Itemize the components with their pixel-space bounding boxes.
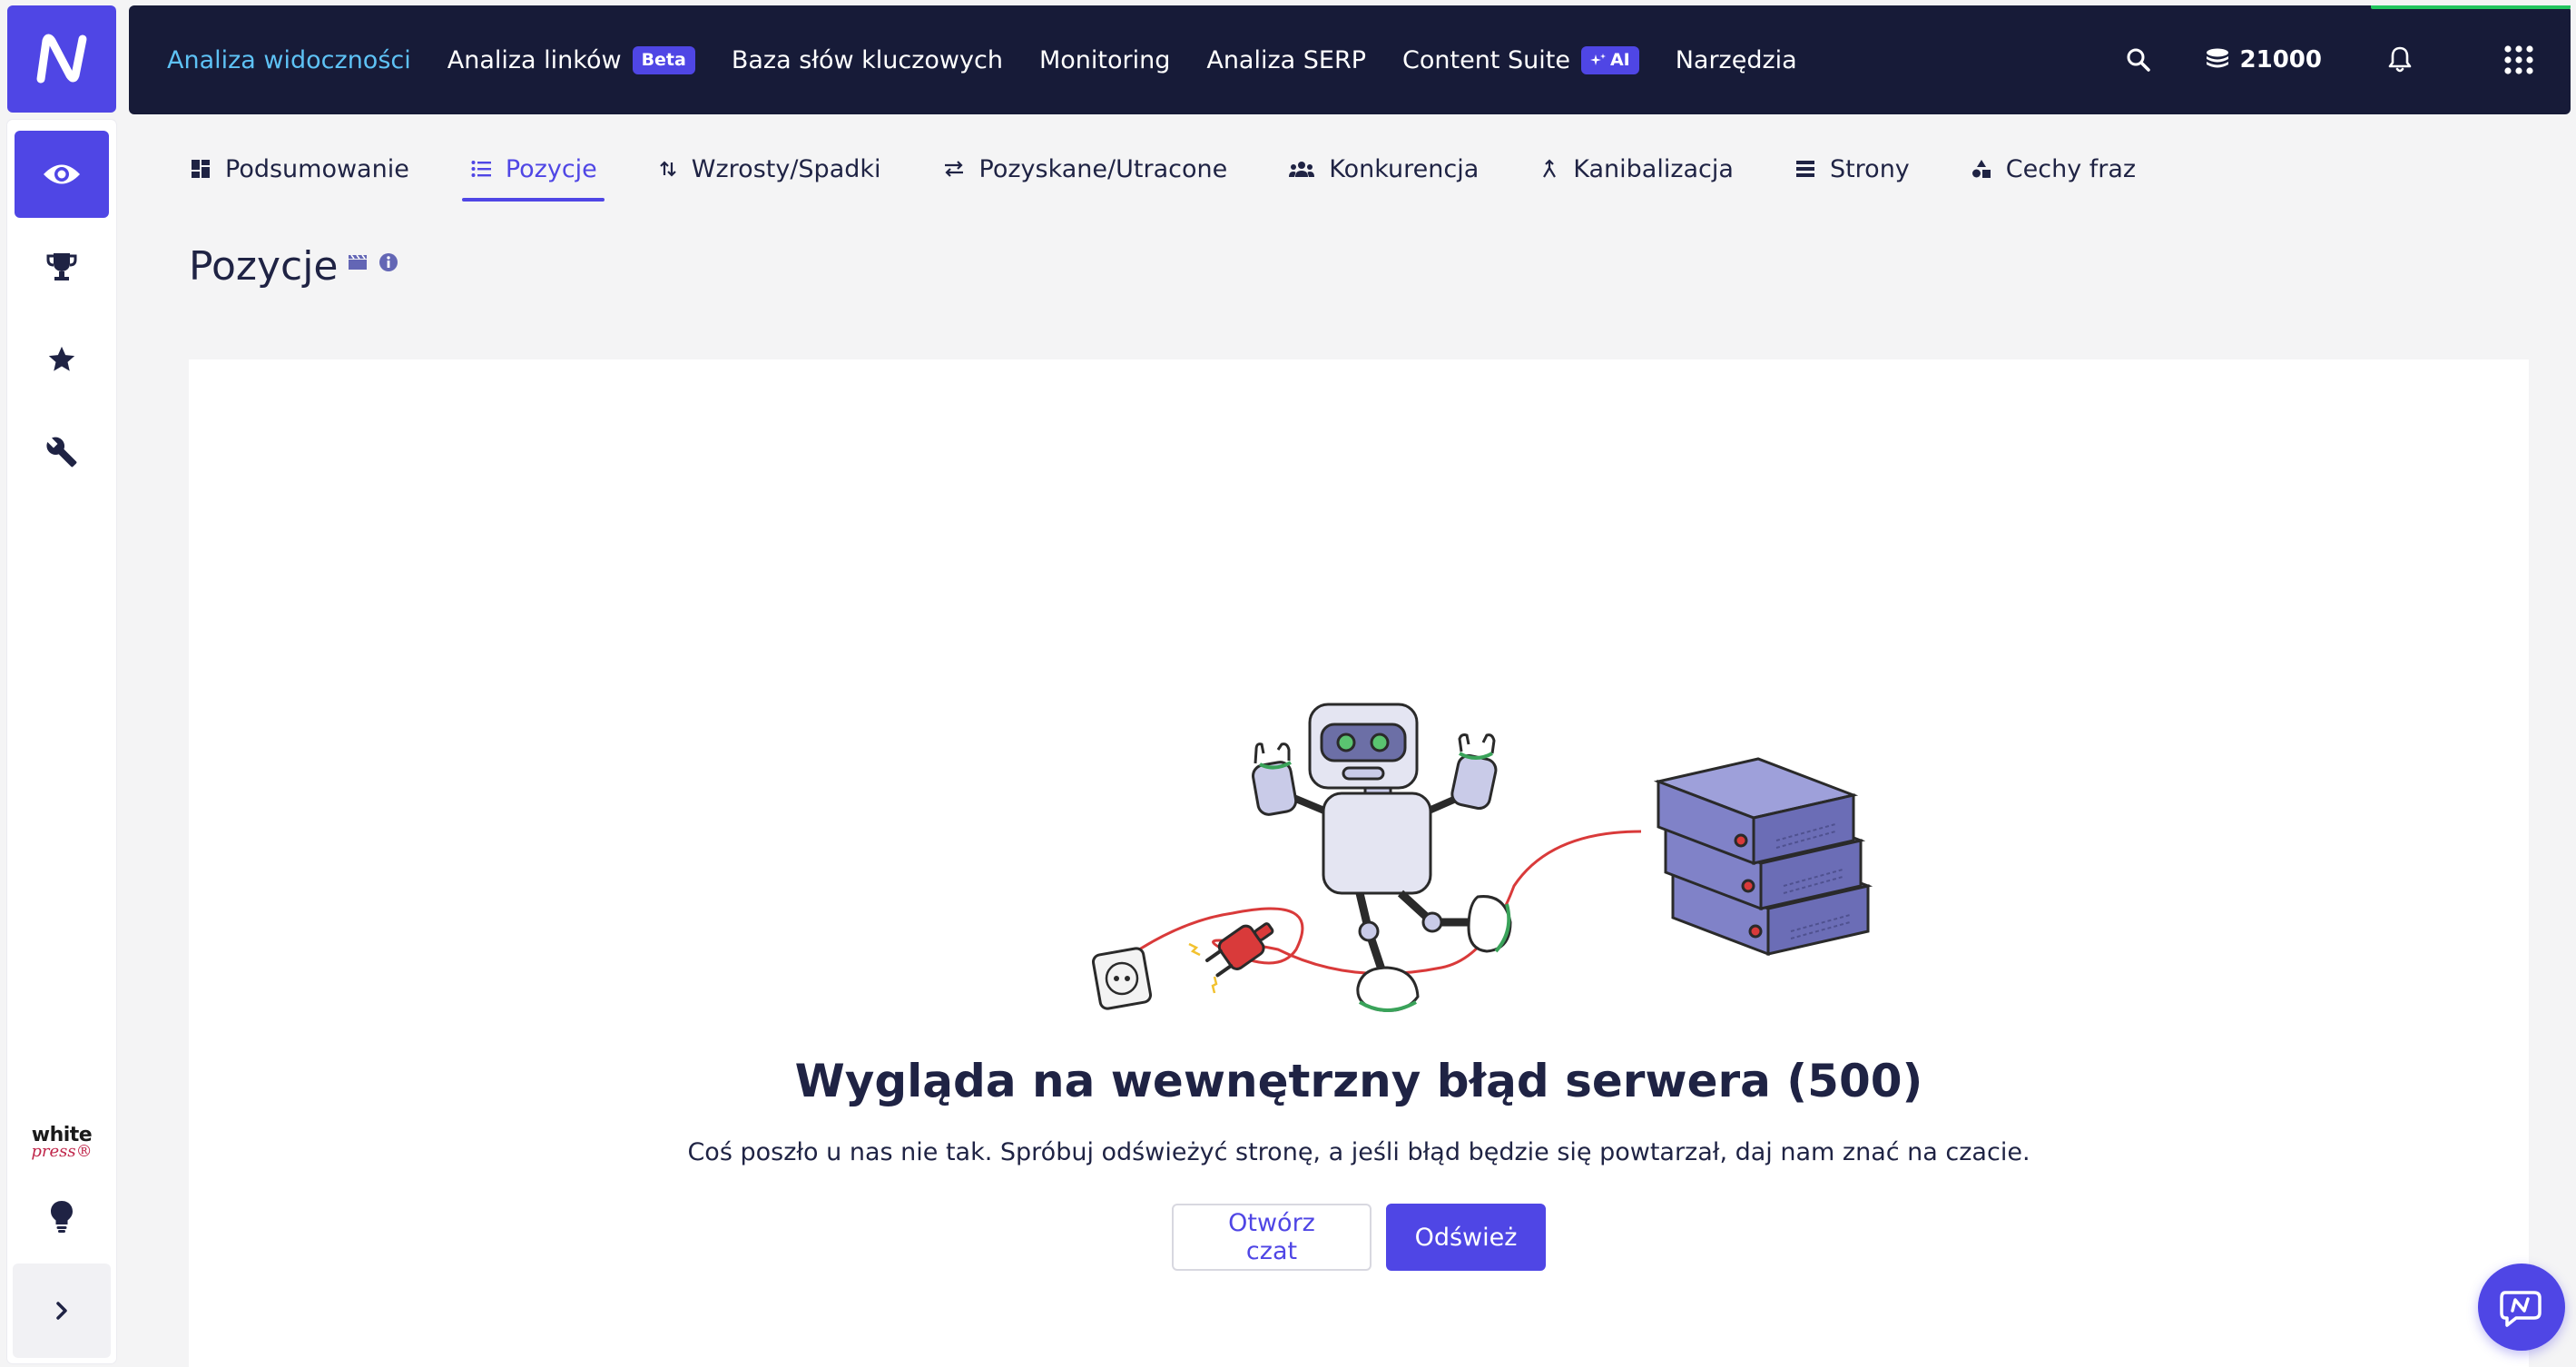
- nav-label: Baza słów kluczowych: [731, 45, 1003, 74]
- arrows-swap-icon: [944, 161, 963, 177]
- tab-label: Wzrosty/Spadki: [691, 154, 881, 183]
- nav-label: Content Suite: [1402, 45, 1570, 74]
- tab-label: Konkurencja: [1329, 154, 1480, 183]
- whitepress-logo[interactable]: white press®: [27, 1126, 96, 1160]
- broken-robot-illustration: [1091, 703, 1873, 1012]
- whitepress-logo-line1: white: [31, 1124, 93, 1146]
- error-description: Coś poszło u nas nie tak. Spróbuj odświe…: [687, 1138, 2030, 1166]
- refresh-button[interactable]: Odśwież: [1386, 1204, 1546, 1271]
- nav-label: Analiza SERP: [1206, 45, 1367, 74]
- rail-expand-button[interactable]: [13, 1264, 111, 1358]
- main-nav: Analiza widoczności Analiza linków Beta …: [167, 5, 1834, 114]
- tab-pozycje[interactable]: Pozycje: [461, 136, 605, 202]
- nav-analiza-serp[interactable]: Analiza SERP: [1206, 46, 1366, 74]
- nav-monitoring[interactable]: Monitoring: [1039, 46, 1170, 74]
- rail-item-tools[interactable]: [15, 408, 109, 496]
- nav-analiza-linkow[interactable]: Analiza linków Beta: [447, 45, 695, 74]
- page-title: Pozycje: [189, 243, 339, 290]
- nav-label: Analiza linków: [447, 45, 622, 74]
- merge-icon: [1543, 159, 1557, 178]
- nav-label: Narzędzia: [1675, 45, 1797, 74]
- trophy-icon: [46, 253, 77, 280]
- rail-item-favorites[interactable]: [15, 316, 109, 403]
- nav-analiza-widocznosci[interactable]: Analiza widoczności: [167, 46, 411, 74]
- tab-wzrosty-spadki[interactable]: Wzrosty/Spadki: [659, 136, 881, 202]
- tab-label: Podsumowanie: [225, 154, 409, 183]
- sub-tabs: Podsumowanie Pozycje Wzrosty/Spadki Pozy…: [191, 136, 2197, 202]
- error-actions: Otwórz czat Odśwież: [189, 1204, 2529, 1271]
- rail-item-visibility[interactable]: [15, 131, 109, 218]
- apps-grid-icon[interactable]: [2503, 44, 2534, 75]
- nav-content-suite[interactable]: Content Suite AI: [1402, 45, 1639, 74]
- tab-strony[interactable]: Strony: [1795, 136, 1910, 202]
- rail-item-tips[interactable]: [15, 1173, 109, 1260]
- credits-value: 21000: [2239, 46, 2322, 74]
- star-icon: [48, 346, 75, 371]
- tab-label: Cechy fraz: [2005, 154, 2137, 183]
- coins-icon: [2206, 48, 2228, 68]
- lightbulb-icon: [51, 1201, 73, 1233]
- info-icon[interactable]: [379, 252, 398, 272]
- error-card: Wygląda na wewnętrzny błąd serwera (500)…: [189, 359, 2529, 1367]
- chat-fab-button[interactable]: [2478, 1264, 2565, 1351]
- tab-cechy-fraz[interactable]: Cechy fraz: [1971, 136, 2136, 202]
- rail-item-trophy[interactable]: [15, 223, 109, 310]
- tab-label: Pozycje: [505, 154, 597, 183]
- whitepress-logo-line2: press®: [31, 1142, 93, 1161]
- tab-kanibalizacja[interactable]: Kanibalizacja: [1540, 136, 1734, 202]
- top-navbar: Analiza widoczności Analiza linków Beta …: [129, 5, 2571, 114]
- nav-narzedzia[interactable]: Narzędzia: [1676, 46, 1797, 74]
- nav-label: Analiza widoczności: [167, 45, 411, 74]
- left-rail: white press®: [7, 120, 116, 1363]
- arrows-updown-icon: [660, 161, 676, 177]
- chat-bubble-icon: [2500, 1291, 2542, 1327]
- nav-label: Monitoring: [1038, 45, 1171, 74]
- app-logo[interactable]: [7, 5, 116, 113]
- wrench-icon: [46, 437, 77, 467]
- list-icon: [471, 161, 491, 177]
- beta-badge: Beta: [632, 45, 695, 74]
- tab-podsumowanie[interactable]: Podsumowanie: [191, 136, 409, 202]
- robot-icon: [1252, 703, 1512, 1012]
- open-chat-button[interactable]: Otwórz czat: [1172, 1204, 1372, 1271]
- video-tutorial-icon[interactable]: [348, 254, 368, 270]
- eye-icon: [44, 164, 80, 184]
- credits-balance[interactable]: 21000: [2204, 46, 2322, 74]
- nav-baza-slow[interactable]: Baza słów kluczowych: [732, 46, 1003, 74]
- page-header: Pozycje: [189, 243, 398, 290]
- server-stack-icon: [1653, 757, 1873, 957]
- dashboard-icon: [192, 160, 210, 178]
- bell-icon[interactable]: [2387, 45, 2413, 74]
- chevron-right-icon: [56, 1302, 67, 1320]
- tab-konkurencja[interactable]: Konkurencja: [1289, 136, 1479, 202]
- wall-socket-icon: [1091, 947, 1153, 1010]
- search-icon[interactable]: [2126, 47, 2151, 73]
- logo-n-icon: [36, 34, 87, 84]
- tab-label: Strony: [1829, 154, 1910, 183]
- tab-pozyskane-utracone[interactable]: Pozyskane/Utracone: [943, 136, 1228, 202]
- ai-badge-label: AI: [1609, 49, 1630, 70]
- title-icons: [348, 252, 398, 272]
- error-title: Wygląda na wewnętrzny błąd serwera (500): [794, 1055, 1923, 1107]
- group-icon: [1289, 162, 1315, 177]
- shapes-icon: [1971, 160, 1991, 178]
- tab-label: Pozyskane/Utracone: [978, 154, 1228, 183]
- ai-badge: AI: [1580, 45, 1639, 74]
- navbar-accent-line: [2371, 5, 2571, 9]
- navbar-right: 21000: [2126, 5, 2534, 114]
- sparkle-icon: [1589, 54, 1606, 65]
- power-plug-icon: [1204, 922, 1274, 978]
- tab-label: Kanibalizacja: [1573, 154, 1734, 183]
- pages-icon: [1795, 161, 1814, 177]
